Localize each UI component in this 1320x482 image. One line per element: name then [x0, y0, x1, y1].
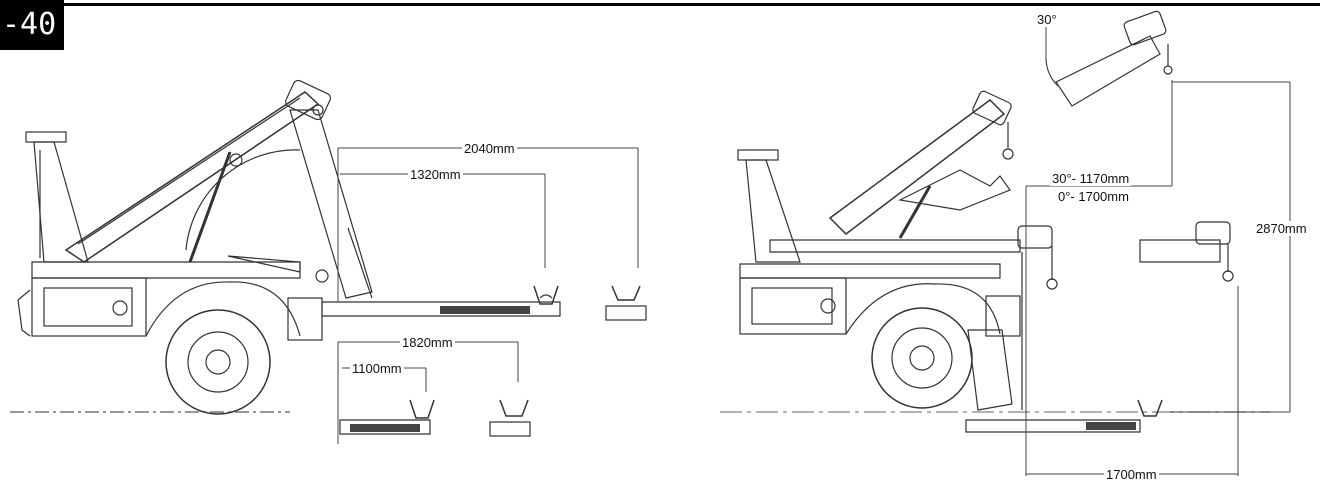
reach-30-label: 30°- 1170mm	[1050, 171, 1132, 186]
height-2870-label: 2870mm	[1254, 221, 1309, 236]
right-tilted-boom	[1045, 10, 1173, 107]
dim-1820-label: 1820mm	[400, 335, 455, 350]
header-rule	[64, 3, 1320, 6]
model-tag: -40	[0, 0, 64, 50]
width-1700-label: 1700mm	[1104, 467, 1159, 482]
right-side-boom	[1139, 221, 1234, 282]
left-dimension-lines	[337, 147, 639, 444]
right-truck-drawing	[720, 90, 1270, 433]
left-truck-drawing	[10, 79, 561, 415]
left-cradles	[339, 285, 647, 437]
right-dimension-lines	[1025, 26, 1291, 476]
dim-2040-label: 2040mm	[462, 141, 517, 156]
reach-0-label: 0°- 1700mm	[1056, 189, 1131, 204]
dim-1100-label: 1100mm	[350, 361, 404, 376]
angle-30-label: 30°	[1035, 12, 1059, 27]
dim-1320-label: 1320mm	[408, 167, 463, 182]
